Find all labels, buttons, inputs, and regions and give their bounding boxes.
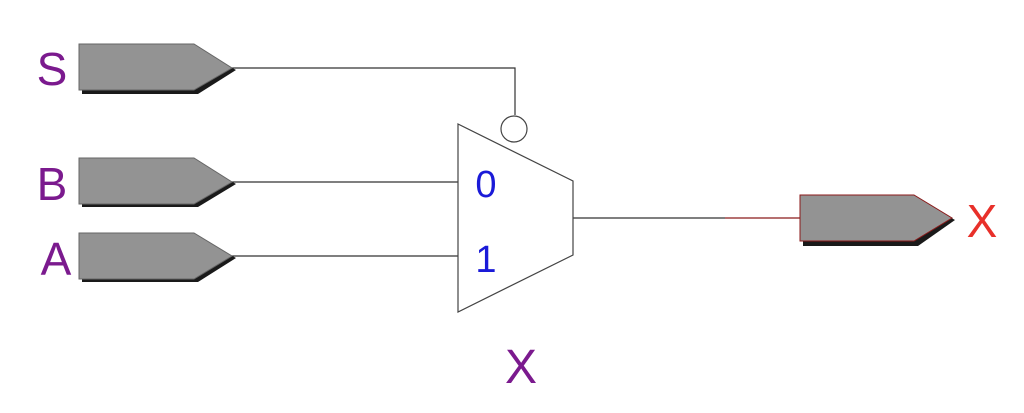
input-connector-s: S: [37, 43, 236, 95]
input-connector-a: A: [41, 232, 236, 285]
output-label-x: X: [967, 195, 998, 247]
wires: [232, 67, 800, 257]
mux-input-1-label: 1: [475, 239, 496, 281]
input-label-b: B: [37, 158, 68, 210]
input-connector-b: B: [37, 157, 236, 210]
select-inversion-bubble: [500, 115, 528, 143]
mux-body: [457, 123, 574, 313]
input-label-a: A: [41, 233, 72, 285]
output-connector-x: X: [799, 194, 998, 247]
mux-input-0-label: 0: [475, 164, 496, 206]
input-label-s: S: [37, 43, 68, 95]
select-wire: [232, 67, 516, 115]
diagram-caption: X: [505, 341, 537, 394]
multiplexer: 0 1: [457, 115, 574, 313]
